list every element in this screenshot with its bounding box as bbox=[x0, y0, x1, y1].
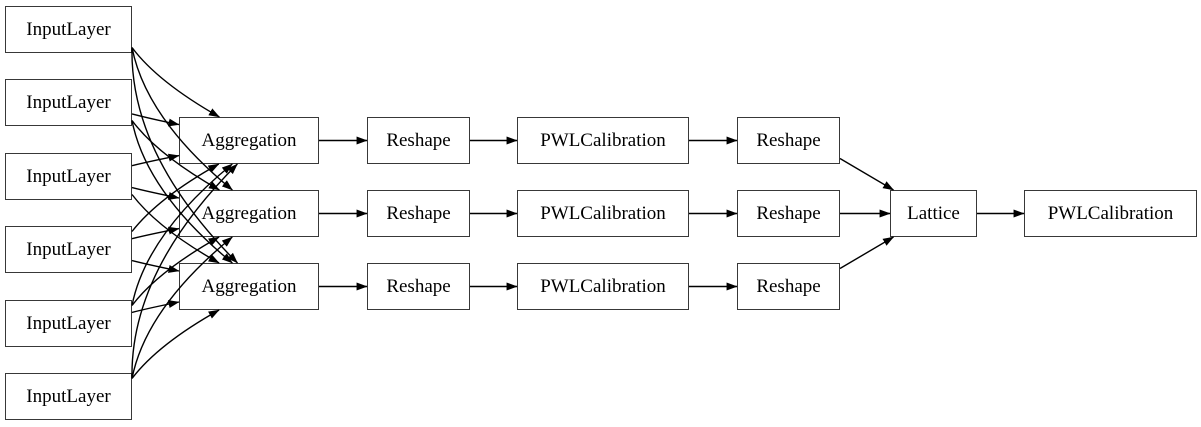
node-input-2: InputLayer bbox=[5, 79, 132, 126]
node-reshape-6: Reshape bbox=[737, 263, 840, 310]
node-reshape-5: Reshape bbox=[737, 190, 840, 237]
node-aggregation-3: Aggregation bbox=[179, 263, 319, 310]
node-input-4: InputLayer bbox=[5, 226, 132, 273]
node-input-5: InputLayer bbox=[5, 300, 132, 347]
node-lattice: Lattice bbox=[890, 190, 977, 237]
edge-reshape-6-to-lattice bbox=[839, 236, 894, 270]
edge-input-3-to-aggregation-2 bbox=[131, 186, 180, 200]
node-aggregation-1: Aggregation bbox=[179, 117, 319, 164]
node-pwlcalibration-2: PWLCalibration bbox=[517, 190, 689, 237]
node-reshape-1: Reshape bbox=[367, 117, 470, 164]
node-aggregation-2: Aggregation bbox=[179, 190, 319, 237]
node-input-1: InputLayer bbox=[5, 6, 132, 53]
edge-input-1-to-aggregation-1 bbox=[131, 47, 220, 118]
edge-input-5-to-aggregation-3 bbox=[131, 300, 180, 314]
node-pwlcalibration-3: PWLCalibration bbox=[517, 263, 689, 310]
node-reshape-4: Reshape bbox=[737, 117, 840, 164]
edge-reshape-4-to-lattice bbox=[839, 157, 894, 191]
edge-input-3-to-aggregation-1 bbox=[131, 153, 180, 167]
node-pwlcalibration-1: PWLCalibration bbox=[517, 117, 689, 164]
edge-input-6-to-aggregation-3 bbox=[131, 309, 220, 379]
node-input-3: InputLayer bbox=[5, 153, 132, 200]
node-input-6: InputLayer bbox=[5, 373, 132, 420]
edge-input-4-to-aggregation-2 bbox=[131, 226, 180, 240]
edge-input-4-to-aggregation-3 bbox=[131, 259, 180, 273]
node-reshape-3: Reshape bbox=[367, 263, 470, 310]
node-pwlcalibration-output: PWLCalibration bbox=[1024, 190, 1197, 237]
edge-input-2-to-aggregation-1 bbox=[131, 113, 180, 127]
node-reshape-2: Reshape bbox=[367, 190, 470, 237]
